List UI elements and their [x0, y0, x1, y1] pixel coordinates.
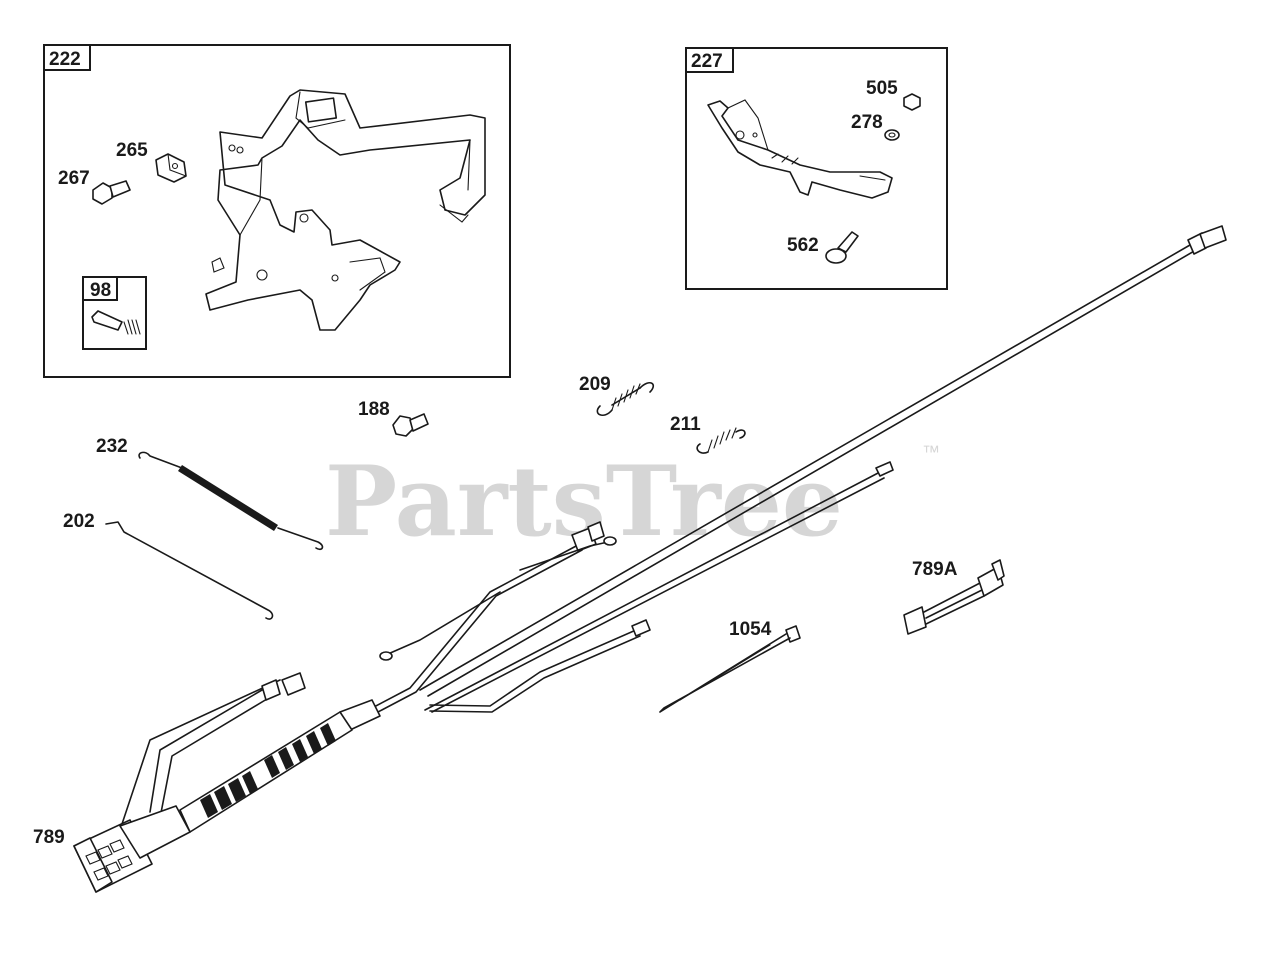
control-bracket-drawing: [205, 89, 486, 331]
part-label-1054: 1054: [729, 619, 772, 640]
box-label-222: 222: [49, 49, 81, 70]
part-267-bolt[interactable]: [92, 180, 131, 205]
part-label-209: 209: [579, 374, 611, 395]
part-label-278: 278: [851, 112, 883, 133]
part-label-505: 505: [866, 78, 898, 99]
part-209-spring[interactable]: [596, 381, 655, 417]
part-232-spring-rod[interactable]: [138, 451, 324, 551]
part-label-188: 188: [358, 399, 390, 420]
part-label-265: 265: [116, 140, 148, 161]
part-789A-adapter-harness[interactable]: [903, 559, 1005, 635]
control-lever-drawing: [707, 99, 893, 199]
part-278-washer[interactable]: [884, 129, 900, 141]
part-505-nut[interactable]: [903, 93, 921, 111]
part-label-562: 562: [787, 235, 819, 256]
part-265-clip[interactable]: [155, 153, 187, 183]
part-label-789: 789: [33, 827, 65, 848]
assembly-box-227[interactable]: 227 505 278 562: [685, 47, 948, 290]
watermark-trademark: ™: [922, 442, 940, 462]
part-1054-cable-tie[interactable]: [659, 625, 801, 713]
box-label-98: 98: [90, 280, 111, 301]
part-label-211: 211: [670, 414, 701, 435]
assembly-box-222[interactable]: 222: [43, 44, 511, 378]
partstree-watermark: PartsTree ™: [325, 442, 940, 558]
part-562-pin[interactable]: [825, 231, 859, 264]
part-188-bolt[interactable]: [392, 413, 429, 437]
part-789-wiring-harness[interactable]: [73, 225, 1227, 893]
part-label-232: 232: [96, 436, 128, 457]
part-202-rod[interactable]: [105, 521, 274, 620]
box-label-227: 227: [691, 51, 723, 72]
assembly-box-98[interactable]: 98: [82, 276, 147, 350]
part-label-202: 202: [63, 511, 95, 532]
part-label-267: 267: [58, 168, 90, 189]
part-label-789A: 789A: [912, 559, 958, 580]
part-211-spring[interactable]: [696, 427, 746, 454]
